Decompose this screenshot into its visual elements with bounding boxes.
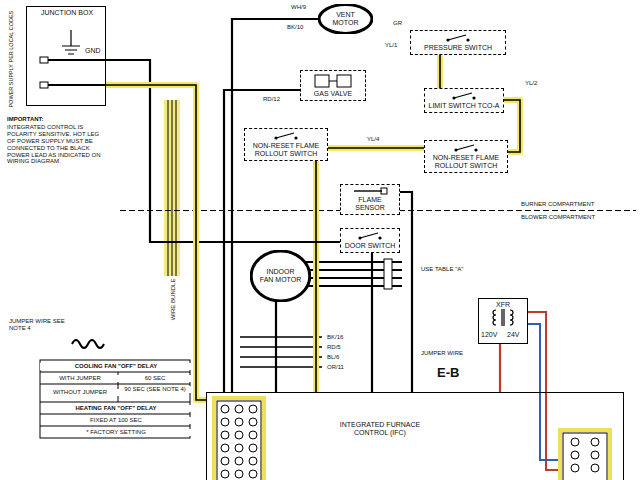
indoor-fan-motor: INDOOR FAN MOTOR (250, 250, 311, 302)
component-symbol (450, 91, 478, 101)
wire-label: RD/12 (262, 96, 281, 103)
junction-internals (40, 30, 106, 88)
component-label: FLAME SENSOR (344, 196, 396, 212)
wire (106, 85, 206, 400)
jumper-symbol (72, 340, 104, 348)
wire-label: WH/9 (290, 4, 307, 11)
gas-valve: GAS VALVE (300, 70, 366, 101)
transformer-coils (493, 309, 513, 326)
component-label: NON-RESET FLAME ROLLOUT SWITCH (248, 142, 324, 158)
component-label: INDOOR FAN MOTOR (260, 268, 302, 284)
wire-label: YL/4 (366, 136, 380, 143)
pressure-switch: PRESSURE SWITCH (410, 30, 506, 55)
note-text: INTEGRATED CONTROL IS POLARITY SENSITIVE… (6, 124, 108, 165)
jumper-label: JUMPER WIRE (420, 350, 464, 357)
component-symbol (313, 73, 353, 89)
wire (400, 192, 412, 392)
table-cell: WITHOUT JUMPER (41, 389, 119, 396)
component-label: GAS VALVE (304, 90, 362, 98)
rollout-switch: NON-RESET FLAME ROLLOUT SWITCH (424, 140, 508, 173)
component-label: 120V (481, 331, 497, 339)
wire (328, 148, 424, 149)
wire-label: RD/5 (326, 344, 342, 351)
table-cell: HEATING FAN "OFF" DELAY (41, 405, 191, 412)
wire-label: GR (392, 20, 403, 27)
wire (316, 161, 317, 392)
table-cell: COOLING FAN "OFF" DELAY (40, 363, 192, 370)
component-label: JUNCTION BOX (29, 9, 105, 17)
component-label: INTEGRATED FURNACE CONTROL (IFC) (325, 421, 435, 437)
compartment-label: BLOWER COMPARTMENT (520, 214, 596, 221)
note-heading: IMPORTANT: (6, 116, 108, 123)
component-symbol (452, 143, 480, 153)
table-cell: * FACTORY SETTING (41, 429, 191, 436)
compartment-label: BURNER COMPARTMENT (520, 201, 595, 208)
component-label: 24V (507, 331, 519, 339)
component-symbol (272, 131, 300, 141)
table-cell: FIXED AT 100 SEC (41, 417, 191, 424)
low-voltage-leads (528, 312, 560, 470)
wire-label: YL/1 (384, 42, 398, 49)
wire-label: BK/10 (286, 24, 304, 31)
table-cell: 90 SEC (SEE NOTE 4) (119, 386, 191, 393)
rollout-switch: NON-RESET FLAME ROLLOUT SWITCH (244, 128, 328, 161)
limit-switch: LIMIT SWITCH TCO-A (424, 88, 504, 113)
component-symbol (444, 33, 472, 43)
wire-label: BL/6 (326, 354, 340, 361)
component-symbol (356, 231, 384, 241)
component-label: DOOR SWITCH (344, 242, 396, 250)
vent-motor: VENT MOTOR (318, 4, 373, 34)
wire (372, 253, 373, 392)
component-symbol (352, 187, 388, 195)
wire-label: OR/11 (326, 364, 345, 371)
power-note: POWER SUPPLY PER LOCAL CODES (8, 3, 14, 115)
component-label: LIMIT SWITCH TCO-A (428, 102, 500, 110)
wire (276, 302, 277, 392)
wire (440, 55, 441, 88)
ifc-terminal-blocks (214, 398, 610, 480)
wire-bundle (164, 100, 180, 276)
integrated-furnace-control: INTEGRATED FURNACE CONTROL (IFC) (206, 392, 624, 480)
transformer: XFR 120V 24V (478, 298, 528, 344)
wire (500, 344, 501, 392)
model-code: E-B (436, 366, 460, 381)
table-reference: USE TABLE "A" (420, 266, 464, 273)
table-cell: WITH JUMPER (41, 375, 119, 382)
component-label: VENT MOTOR (327, 11, 364, 27)
fan-delay-table (40, 360, 190, 438)
bundle-label: WIRE BUNDLE (170, 268, 177, 330)
component-label: XFR (481, 301, 525, 309)
junction-box: JUNCTION BOX GND (26, 6, 106, 106)
component-label: GND (85, 47, 101, 55)
wire-label: BK/16 (326, 334, 344, 341)
flame-sensor: FLAME SENSOR (340, 184, 400, 215)
door-switch: DOOR SWITCH (340, 228, 400, 253)
component-label: NON-RESET FLAME ROLLOUT SWITCH (428, 154, 504, 170)
table-cell: 60 SEC (119, 375, 191, 382)
jumper-note: JUMPER WIRE SEE NOTE 4 (8, 318, 68, 332)
component-label: PRESSURE SWITCH (414, 44, 502, 52)
wire-label: YL/2 (524, 80, 538, 87)
